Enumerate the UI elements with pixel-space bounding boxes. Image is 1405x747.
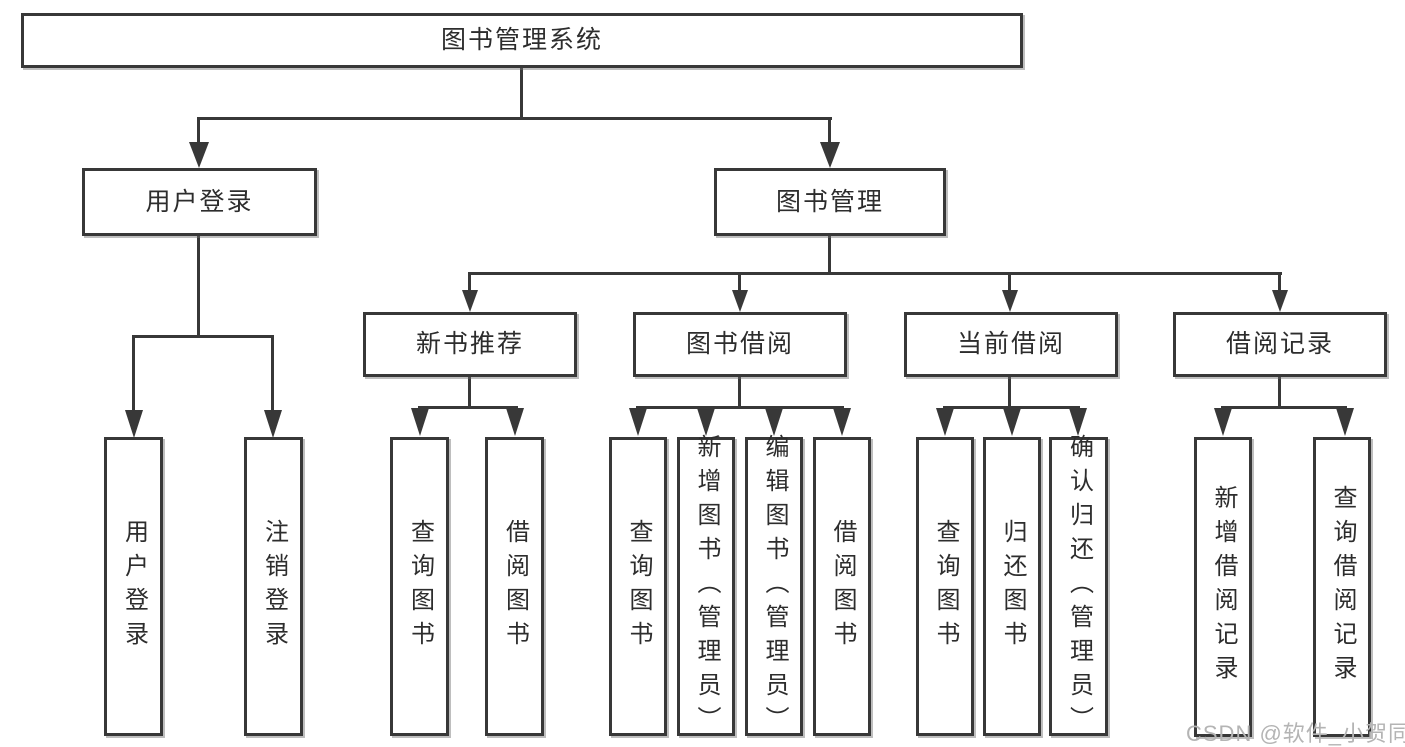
node-borrowing-records: 借阅记录 [1173,312,1387,377]
leaf-add-borrow-record: 新增借阅记录 [1194,437,1252,737]
connector-arrowhead [765,408,783,436]
connector-line [418,406,518,409]
connector-line [468,272,471,292]
connector-arrowhead [264,410,282,438]
leaf-edit-book-admin: 编辑图书（管理员） [745,434,803,740]
leaf-user-login: 用户登录 [104,437,163,736]
connector-arrowhead [1214,408,1232,436]
connector-arrowhead [125,410,143,438]
connector-line [738,377,741,408]
connector-arrowhead [1069,408,1087,436]
connector-arrowhead [697,408,715,436]
connector-line [636,406,844,409]
node-book-management: 图书管理 [714,168,946,236]
node-label: 查询图书 [406,518,434,655]
leaf-confirm-return-admin: 确认归还（管理员） [1049,434,1108,740]
node-label: 新书推荐 [415,330,524,358]
node-label: 查询借阅记录 [1329,485,1356,689]
connector-line [1278,272,1281,292]
node-label: 新增借阅记录 [1210,485,1237,689]
connector-line [197,117,832,120]
connector-arrowhead [1336,408,1354,436]
connector-arrowhead [833,408,851,436]
node-label: 当前借阅 [956,330,1065,358]
leaf-add-book-admin: 新增图书（管理员） [677,434,735,740]
connector-line [738,272,741,292]
connector-arrowhead [936,408,954,436]
node-current-borrowing: 当前借阅 [904,312,1118,377]
connector-arrowhead [1272,290,1288,312]
connector-line [1221,406,1347,409]
watermark: CSDN @软件_小贺同学 [1186,721,1405,746]
connector-arrowhead [1003,408,1021,436]
connector-line [132,335,274,338]
connector-line [828,236,831,274]
connector-line [1008,377,1011,408]
leaf-query-books-recommend: 查询图书 [390,437,449,736]
connector-line [468,377,471,408]
node-label: 查询图书 [932,518,959,655]
connector-arrowhead [1002,290,1018,312]
node-label: 归还图书 [999,518,1026,655]
node-book-management-system: 图书管理系统 [21,13,1023,68]
connector-line [943,406,1080,409]
connector-line [197,236,200,337]
connector-line [828,117,831,144]
node-label: 图书管理 [775,187,884,216]
node-label: 编辑图书（管理员） [761,433,788,740]
node-label: 用户登录 [120,518,148,655]
node-label: 借阅图书 [501,518,529,655]
node-user-login: 用户登录 [82,168,317,236]
node-label: 图书管理系统 [440,26,603,54]
leaf-query-borrow-record: 查询借阅记录 [1313,437,1371,737]
node-label: 用户登录 [145,187,254,216]
connector-line [197,117,200,144]
node-label: 注销登录 [260,518,288,655]
connector-line [1008,272,1011,292]
leaf-query-books-current: 查询图书 [916,437,974,736]
connector-arrowhead [629,408,647,436]
leaf-logout: 注销登录 [244,437,303,736]
connector-line [132,335,135,413]
node-label: 借阅记录 [1225,330,1334,358]
connector-line [468,272,1282,275]
connector-arrowhead [732,290,748,312]
connector-line [1278,377,1281,408]
leaf-query-books-borrowing: 查询图书 [609,437,667,736]
node-label: 新增图书（管理员） [693,433,720,740]
node-label: 确认归还（管理员） [1065,433,1093,740]
node-label: 借阅图书 [829,518,856,655]
connector-arrowhead [506,408,524,436]
connector-arrowhead [462,290,478,312]
leaf-return-books: 归还图书 [983,437,1041,736]
connector-line [271,335,274,413]
leaf-borrow-books-borrowing: 借阅图书 [813,437,871,736]
node-book-borrowing: 图书借阅 [633,312,847,377]
connector-line [520,68,523,120]
node-label: 图书借阅 [685,330,794,358]
connector-arrowhead [411,408,429,436]
connector-arrowhead [189,142,209,168]
leaf-borrow-books-recommend: 借阅图书 [485,437,544,736]
node-new-book-recommend: 新书推荐 [363,312,577,377]
connector-arrowhead [820,142,840,168]
node-label: 查询图书 [625,518,652,655]
